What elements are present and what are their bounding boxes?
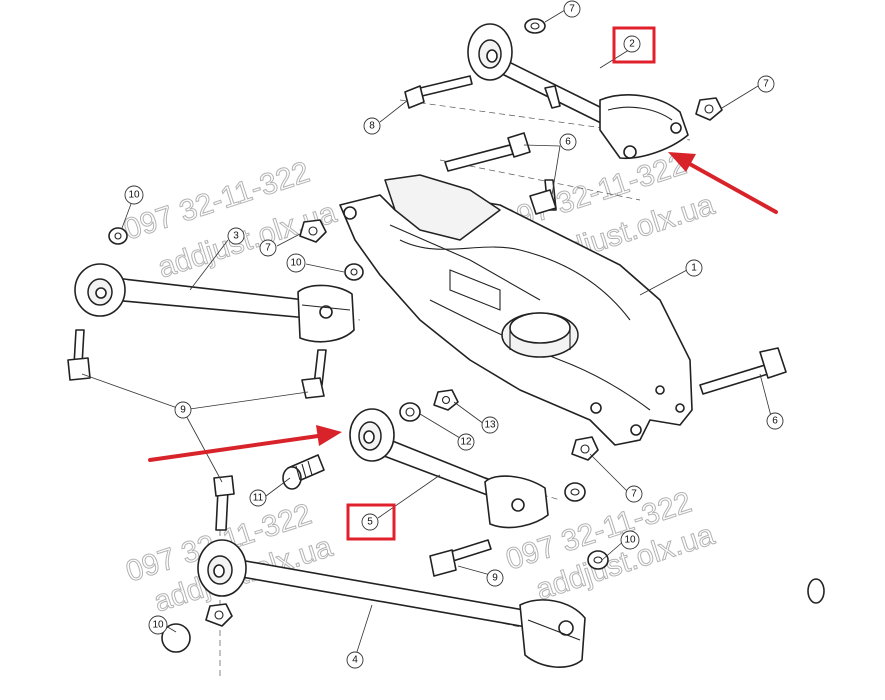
part-8-bolt <box>404 75 473 109</box>
part-6-bolt-right <box>699 347 787 395</box>
callout-7-bottom: 7 <box>631 489 637 500</box>
washer-10-bottom <box>161 623 191 653</box>
callout-9-bottom: 9 <box>492 573 498 584</box>
nut-bottom-left <box>205 603 233 627</box>
nut-7-left <box>299 219 327 243</box>
washer-10-left <box>108 227 128 245</box>
part-9-bolt-center <box>213 475 235 531</box>
callout-7-right: 7 <box>763 79 769 90</box>
part-5-toe-link <box>349 408 549 529</box>
callout-4: 4 <box>352 655 358 666</box>
callout-2: 2 <box>629 39 635 50</box>
nut-7-right <box>695 97 723 121</box>
callout-8: 8 <box>369 121 375 132</box>
callout-10-mid: 10 <box>290 258 302 269</box>
part-1-lower-control-arm <box>339 174 693 446</box>
washer-10-bottom-right <box>587 550 609 570</box>
nut-7-bottom <box>571 436 599 461</box>
part-12-washer <box>399 402 421 422</box>
callout-10-right: 10 <box>624 535 636 546</box>
part-6-bolt-mid <box>529 179 557 215</box>
arrow-to-part-2 <box>668 152 778 214</box>
highlight-box-part-2 <box>612 26 656 64</box>
part-9-bolt-lower <box>429 539 492 577</box>
callout-13: 13 <box>484 420 496 431</box>
callout-7-top: 7 <box>569 4 575 15</box>
highlight-box-part-5 <box>346 503 396 541</box>
part-4-lower-link <box>197 539 586 668</box>
part-9-bolt-left <box>67 329 91 381</box>
part-2-upper-control-arm <box>467 23 689 160</box>
callout-6-upper: 6 <box>565 137 571 148</box>
callout-11: 11 <box>253 493 264 504</box>
callout-3: 3 <box>233 231 239 242</box>
part-11-eccentric-bolt <box>282 454 325 490</box>
callout-12: 12 <box>460 437 472 448</box>
arrow-to-part-5 <box>148 425 342 462</box>
small-ring-corner <box>807 578 825 604</box>
callout-10-left: 10 <box>128 190 140 201</box>
callout-1: 1 <box>691 263 697 274</box>
callout-numbers: 7 2 7 8 6 10 3 7 10 1 9 6 13 12 7 11 5 <box>124 0 784 669</box>
part-3-trailing-link <box>74 263 355 343</box>
part-6-bolt-upper <box>444 132 531 172</box>
part-9-bolt-mid <box>301 349 327 399</box>
washer-10-right <box>564 482 586 502</box>
callout-7-left: 7 <box>265 243 271 254</box>
callout-10-bottom: 10 <box>152 620 164 631</box>
callout-6-right: 6 <box>772 416 778 427</box>
part-13-nut <box>433 389 459 411</box>
callout-9-left: 9 <box>180 405 186 416</box>
washer-7-top <box>524 18 546 34</box>
washer-10-mid <box>344 263 364 281</box>
callout-5: 5 <box>367 517 373 528</box>
